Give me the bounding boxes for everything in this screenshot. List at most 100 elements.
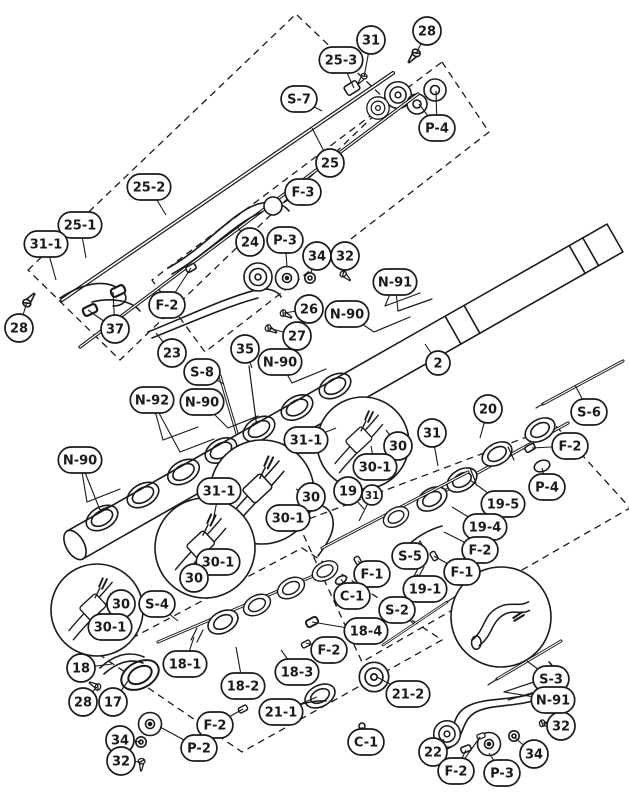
callout-text: F-2 — [204, 719, 227, 734]
callout-32: 32 — [330, 241, 360, 271]
callout-27: 27 — [282, 321, 312, 351]
trill-rod-25-2 — [78, 92, 420, 349]
callout-f-2: F-2 — [551, 432, 589, 460]
callout-f-2: F-2 — [437, 757, 475, 785]
callout-n-92: N-92 — [129, 386, 175, 414]
callout-text: 19 — [339, 485, 357, 500]
callout-c-1: C-1 — [333, 582, 371, 610]
callout-text: S-7 — [287, 93, 311, 108]
callout-28: 28 — [68, 687, 98, 717]
callout-text: N-91 — [536, 694, 570, 709]
callout-text: 26 — [300, 303, 318, 318]
callout-text: S-5 — [398, 550, 422, 565]
callout-31: 31 — [361, 484, 383, 506]
callout-text: 34 — [111, 734, 129, 749]
callout-19-5: 19-5 — [480, 490, 526, 518]
callout-32: 32 — [106, 746, 136, 776]
callout-n-90: N-90 — [57, 446, 103, 474]
callout-text: 31-1 — [30, 238, 63, 253]
callout-text: F-1 — [361, 568, 384, 583]
callout-18-4: 18-4 — [343, 617, 389, 645]
callout-26: 26 — [294, 294, 324, 324]
callout-text: F-1 — [451, 566, 474, 581]
callout-text: N-92 — [135, 394, 169, 409]
callout-text: S-2 — [385, 604, 409, 619]
callout-text: F-2 — [559, 440, 582, 455]
callout-text: 30 — [302, 491, 320, 506]
callout-p-2: P-2 — [180, 734, 218, 762]
callout-text: 19-4 — [469, 521, 502, 536]
callout-text: P-3 — [490, 767, 514, 782]
callout-text: 30-1 — [359, 461, 392, 476]
callout-30-1: 30-1 — [195, 548, 241, 576]
callout-text: 22 — [424, 746, 442, 761]
callout-30-1: 30-1 — [265, 504, 311, 532]
callout-text: 18 — [72, 662, 90, 677]
callout-17: 17 — [98, 687, 128, 717]
trill-rod-assembly — [20, 46, 447, 318]
callout-34: 34 — [519, 739, 549, 769]
callout-text: 31 — [423, 427, 441, 442]
callout-text: 30-1 — [94, 621, 127, 636]
callout-text: C-1 — [354, 736, 378, 751]
callout-text: 32 — [336, 250, 354, 265]
right-key-group — [412, 359, 625, 517]
callout-text: 19-5 — [487, 498, 520, 513]
callout-s-8: S-8 — [183, 358, 221, 386]
callout-22: 22 — [418, 737, 448, 767]
dashed-box-18-key-group — [98, 547, 444, 753]
callout-24: 24 — [235, 227, 265, 257]
callout-18-3: 18-3 — [274, 658, 320, 686]
callout-text: 37 — [106, 323, 124, 338]
callout-text: 2 — [433, 357, 442, 372]
callout-34: 34 — [302, 241, 332, 271]
callout-text: P-4 — [425, 122, 449, 137]
callout-text: S-8 — [190, 366, 214, 381]
callout-text: 32 — [552, 720, 570, 735]
callout-text: 25-1 — [64, 219, 97, 234]
callout-30-1: 30-1 — [87, 613, 133, 641]
callout-p-3: P-3 — [483, 759, 521, 787]
callout-31-1: 31-1 — [283, 426, 329, 454]
callout-23: 23 — [157, 338, 187, 368]
magnifier-lever-detail — [450, 566, 552, 668]
callout-text: 19-1 — [409, 583, 442, 598]
callout-text: P-3 — [273, 234, 297, 249]
callout-text: F-2 — [156, 299, 179, 314]
callout-25: 25 — [315, 148, 345, 178]
callout-text: 18-2 — [227, 680, 260, 695]
callout-text: F-2 — [445, 765, 468, 780]
callout-text: F-2 — [318, 644, 341, 659]
callout-f-2: F-2 — [196, 711, 234, 739]
callout-21-2: 21-2 — [385, 680, 431, 708]
callout-37: 37 — [100, 314, 130, 344]
callout-text: 18-4 — [350, 625, 383, 640]
callout-20: 20 — [473, 394, 503, 424]
callout-text: C-1 — [340, 590, 364, 605]
callout-text: 31 — [362, 34, 380, 49]
callout-n-90: N-90 — [324, 300, 370, 328]
callout-text: 31-1 — [203, 485, 236, 500]
callout-text: 24 — [241, 236, 259, 251]
callout-30: 30 — [383, 431, 413, 461]
callout-19-1: 19-1 — [402, 575, 448, 603]
callout-text: 32 — [112, 755, 130, 770]
callout-text: 18-1 — [169, 658, 202, 673]
callout-19: 19 — [333, 476, 363, 506]
callout-text: 28 — [74, 696, 92, 711]
callout-31-1: 31-1 — [196, 477, 242, 505]
callout-f-2: F-2 — [310, 636, 348, 664]
callout-text: 28 — [418, 25, 436, 40]
callout-text: F-2 — [469, 544, 492, 559]
callout-text: S-4 — [145, 598, 169, 613]
callout-32: 32 — [546, 711, 576, 741]
callout-2: 2 — [425, 350, 451, 376]
callout-25-3: 25-3 — [318, 46, 364, 74]
callout-30: 30 — [179, 563, 209, 593]
callout-text: 27 — [288, 330, 306, 345]
callout-text: 25 — [321, 157, 339, 172]
callout-18-1: 18-1 — [162, 650, 208, 678]
callout-21-1: 21-1 — [258, 698, 304, 726]
callout-text: 23 — [163, 347, 181, 362]
